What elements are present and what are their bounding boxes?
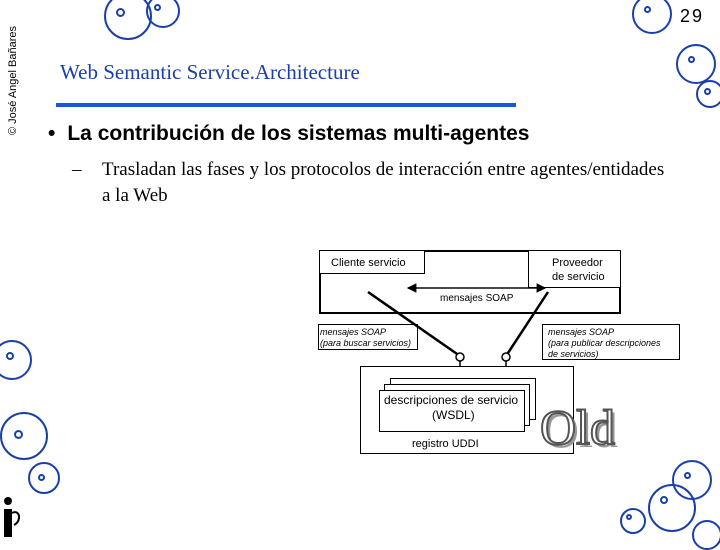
decorative-bubble <box>648 484 696 532</box>
wsdl-doc-front <box>379 390 525 432</box>
decorative-bubble <box>154 4 161 11</box>
decorative-bubble <box>38 474 45 481</box>
soap-right-line1: mensajes SOAP <box>548 327 615 337</box>
sub-bullet-marker: – <box>72 159 82 180</box>
soap-middle-label: mensajes SOAP <box>440 293 514 304</box>
title-underline <box>56 103 516 107</box>
soap-right-box <box>542 324 680 360</box>
provider-box <box>528 250 621 288</box>
decorative-bubble <box>0 340 32 380</box>
decorative-bubble <box>660 496 668 504</box>
client-to-registry-line <box>367 290 461 358</box>
decorative-bubble <box>632 0 672 34</box>
wsdl-label-line2: (WSDL) <box>432 408 475 422</box>
sub-bullet-text: Trasladan las fases y los protocolos de … <box>102 159 665 206</box>
wsdl-label-line1: descripciones de servicio <box>384 393 519 407</box>
soap-right-line3: de servicios) <box>548 349 599 359</box>
decorative-bubble <box>704 88 711 95</box>
old-watermark: Old <box>539 398 616 456</box>
decorative-bubble <box>684 472 691 479</box>
decorative-bubble <box>620 508 646 534</box>
slide-number: 29 <box>680 6 705 26</box>
bullet-text: La contribución de los sistemas multi-ag… <box>67 122 530 145</box>
decorative-bubble <box>676 44 716 84</box>
soap-left-line2: (para buscar servicios) <box>320 338 412 348</box>
client-port-icon <box>455 352 465 362</box>
client-label: Cliente servicio <box>331 257 406 269</box>
bullet-item: • La contribución de los sistemas multi-a… <box>48 122 529 146</box>
soap-left-box <box>318 324 418 350</box>
decorative-bubble <box>696 80 720 108</box>
decorative-bubble <box>688 56 695 63</box>
decorative-bubble <box>116 8 125 17</box>
slide-title: Web Semantic Service.Architecture <box>60 60 360 84</box>
decorative-bubble <box>626 514 632 520</box>
uddi-label: registro UDDI <box>412 438 479 450</box>
client-box <box>319 250 425 274</box>
bullet-marker: • <box>48 122 56 145</box>
soap-right-line2: (para publicar descripciones <box>548 338 661 348</box>
provider-to-registry-line <box>504 291 550 357</box>
decorative-bubble <box>644 6 651 13</box>
decorative-bubble <box>28 462 60 494</box>
decorative-bubble <box>6 352 14 360</box>
provider-label-line1: Proveedor <box>552 257 603 269</box>
soap-left-line1: mensajes SOAP <box>320 327 387 337</box>
decorative-bubble <box>146 0 180 28</box>
provider-port-icon <box>501 352 511 362</box>
provider-label-line2: de servicio <box>552 271 605 283</box>
logo-icon <box>4 497 20 537</box>
decorative-bubble <box>0 412 48 460</box>
decorative-bubble <box>14 430 23 439</box>
